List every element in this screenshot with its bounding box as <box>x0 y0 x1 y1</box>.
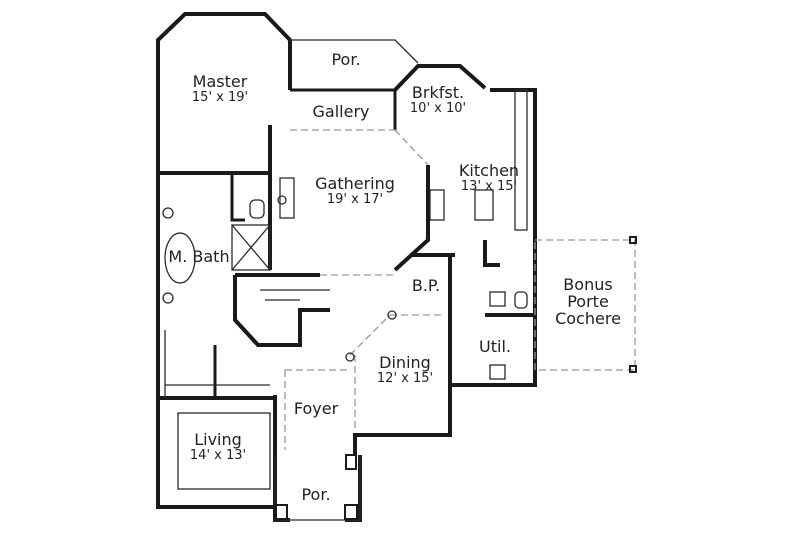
room-label-dining: Dining 12' x 15' <box>376 353 434 386</box>
room-size: 13' x 15' <box>460 179 518 194</box>
room-label-utility: Util. <box>479 337 511 356</box>
room-size: 14' x 13' <box>189 448 247 463</box>
room-size: 19' x 17' <box>326 192 384 207</box>
room-label-rear-porch: Por. <box>331 50 361 69</box>
room-label-front-porch: Por. <box>301 485 331 504</box>
room-name: Gathering <box>315 174 395 193</box>
room-size: 12' x 15' <box>376 371 434 386</box>
room-name-line: Cochere <box>555 308 621 328</box>
room-label-breakfast: Brkfst. 10' x 10' <box>409 83 467 116</box>
room-label-living: Living 14' x 13' <box>189 430 247 463</box>
room-name: Kitchen <box>458 161 520 180</box>
room-label-butler-pantry: B.P. <box>411 276 441 295</box>
room-label-foyer: Foyer <box>293 399 339 418</box>
room-name-line: Porte <box>567 291 609 311</box>
room-name: Master <box>192 72 248 91</box>
room-label-kitchen: Kitchen 13' x 15' <box>458 161 520 194</box>
room-name-line: Bonus <box>563 275 613 294</box>
room-label-master-bath: M. Bath <box>168 247 230 266</box>
room-size: 15' x 19' <box>191 90 249 105</box>
room-name: Brkfst. <box>411 83 465 102</box>
room-label-gallery: Gallery <box>312 102 370 121</box>
room-label-porte-cochere: Bonus Porte Cochere <box>555 275 621 328</box>
room-size: 10' x 10' <box>409 101 467 116</box>
fixtures-and-details <box>162 89 528 490</box>
room-name: Living <box>194 430 242 449</box>
porch-outlines <box>274 39 419 521</box>
dashed-openings <box>284 129 637 450</box>
room-label-gathering: Gathering 19' x 17' <box>315 174 395 207</box>
room-label-master: Master 15' x 19' <box>191 72 249 105</box>
room-name: Dining <box>379 353 431 372</box>
